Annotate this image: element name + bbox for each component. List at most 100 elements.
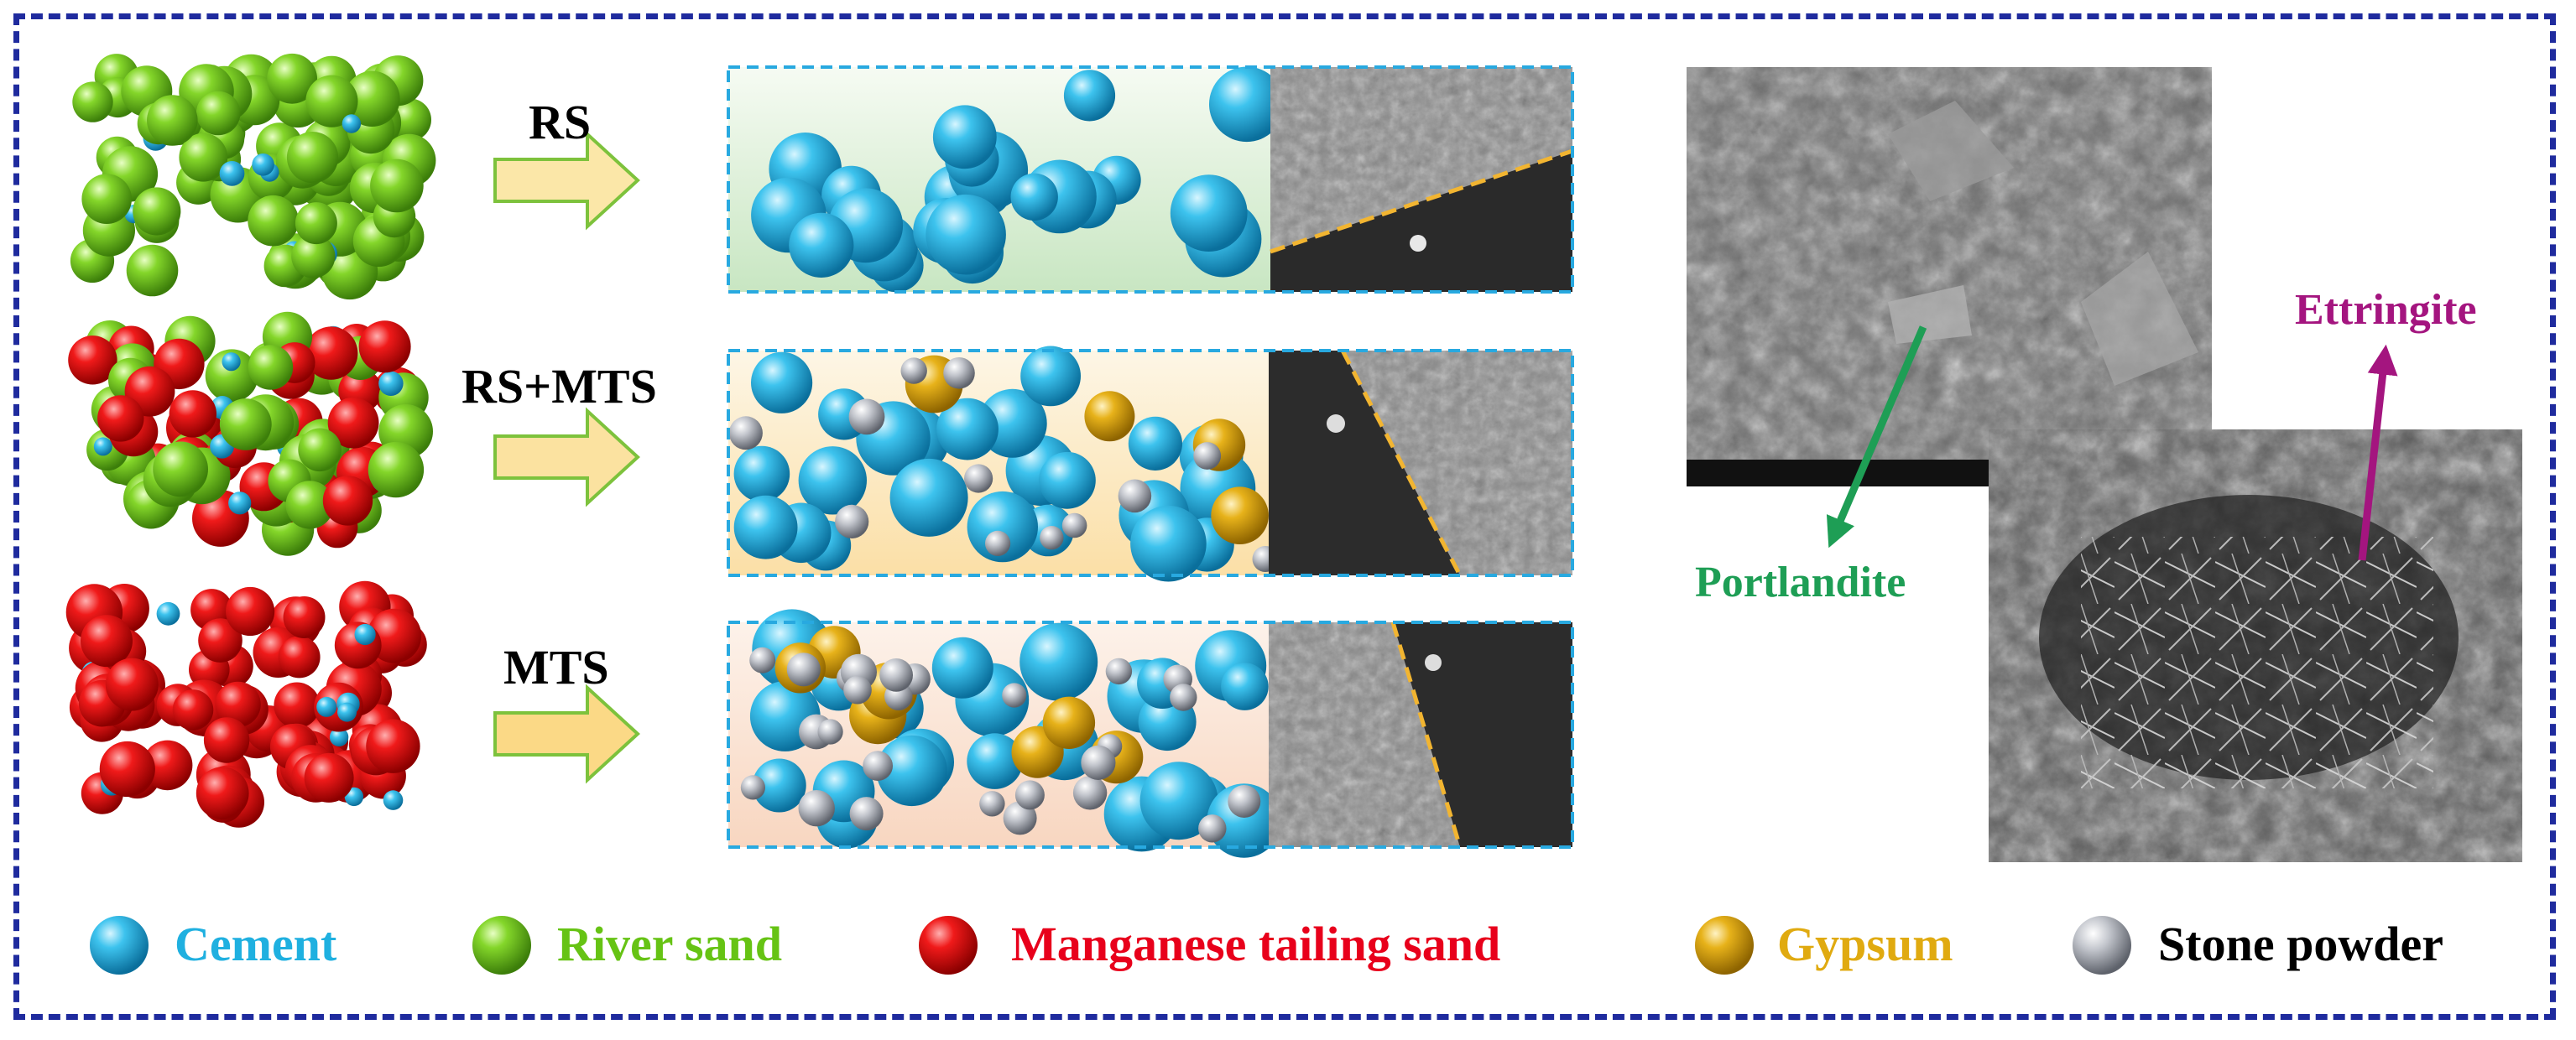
cement-sphere: [1207, 783, 1281, 858]
sem-interface-rs: [1270, 67, 1573, 292]
cement-sphere: [967, 733, 1023, 789]
cement-sphere: [1130, 505, 1207, 582]
river-sand-sphere: [344, 70, 400, 127]
process-arrow-rs-mts: [493, 407, 640, 507]
cement-sphere: [1019, 622, 1098, 701]
row-label-mts: MTS: [503, 640, 609, 694]
cement-sphere: [1170, 174, 1248, 252]
process-arrow-mts: [493, 684, 640, 784]
river-sand-sphere: [286, 132, 339, 184]
stone-powder-sphere: [1170, 684, 1197, 711]
cement-sphere: [926, 194, 1006, 275]
cement-sphere: [1209, 66, 1285, 143]
manganese-sphere: [81, 615, 133, 668]
gypsum-sphere-icon: [1695, 916, 1754, 975]
stone-powder-sphere: [848, 398, 885, 435]
river-sand-sphere: [370, 159, 424, 213]
river-sand-sphere: [295, 202, 337, 245]
cement-sphere: [383, 790, 404, 810]
cement-sphere: [378, 371, 404, 396]
gypsum-sphere: [1042, 696, 1096, 749]
cement-sphere: [733, 445, 790, 502]
manganese-sphere: [196, 767, 249, 820]
manganese-sphere: [278, 636, 321, 679]
manganese-sphere: [226, 586, 275, 637]
manganese-sphere: [203, 717, 250, 763]
cement-sphere: [337, 702, 357, 722]
cement-sphere: [1221, 663, 1269, 710]
stone-powder-sphere: [979, 791, 1005, 817]
row-label-rs: RS: [529, 95, 592, 149]
stone-powder-sphere: [1072, 776, 1108, 810]
stone-powder-sphere: [985, 530, 1011, 557]
manganese-sphere: [97, 395, 144, 442]
stone-powder-sphere: [1228, 785, 1261, 818]
stone-powder-sphere: [1040, 526, 1064, 550]
stone-powder-sphere: [786, 653, 821, 687]
manganese-sphere: [215, 681, 261, 728]
cement-sphere-icon: [90, 916, 149, 975]
stone-powder-sphere: [740, 775, 766, 800]
manganese-sphere: [274, 682, 321, 729]
river-sand-sphere: [153, 441, 209, 497]
stone-powder-sphere: [1198, 814, 1227, 843]
cement-sphere: [1010, 173, 1058, 221]
stone-powder-sphere: [943, 357, 975, 389]
manganese-sphere: [305, 326, 358, 380]
river-sand-sphere: [248, 345, 294, 390]
river-sand-sphere: [72, 81, 113, 122]
cement-sphere: [316, 696, 337, 717]
river-sand-sphere: [298, 428, 342, 472]
river-sand-sphere: [305, 75, 358, 127]
manganese-sphere-icon: [919, 916, 978, 975]
manganese-sphere: [327, 397, 379, 449]
stone-powder-sphere: [1014, 780, 1045, 810]
cement-sphere: [752, 758, 806, 813]
gypsum-sphere: [1084, 391, 1135, 442]
stone-powder-sphere: [900, 357, 927, 384]
cement-sphere: [931, 637, 993, 699]
manganese-sphere: [169, 390, 216, 438]
cement-sphere: [219, 161, 245, 186]
stone-powder-sphere: [879, 658, 913, 692]
cement-sphere: [967, 491, 1039, 563]
manganese-sphere: [142, 740, 193, 791]
manganese-sphere: [68, 335, 117, 385]
ettringite-label: Ettringite: [2295, 286, 2477, 334]
stone-powder-sphere: [1081, 745, 1116, 781]
manganese-sphere: [105, 658, 159, 711]
cement-sphere: [789, 212, 854, 278]
stone-powder-sphere: [1105, 658, 1133, 685]
cement-sphere: [733, 495, 798, 559]
cement-sphere: [798, 446, 867, 515]
dashed-frame: [13, 13, 2556, 1020]
cement-sphere: [1020, 346, 1081, 407]
river-sand-sphere: [285, 481, 334, 529]
cement-sphere: [932, 105, 997, 169]
process-arrow-rs: [493, 130, 640, 231]
sem-image-portlandite: [1687, 67, 2212, 486]
cement-sphere: [1139, 762, 1218, 840]
cement-sphere: [93, 437, 112, 456]
river-sand-sphere: [81, 174, 132, 224]
manganese-sphere: [322, 476, 373, 526]
stone-powder-sphere: [849, 797, 884, 831]
river-sand-sphere: [205, 349, 258, 403]
stone-powder-sphere: [817, 719, 843, 745]
river-sand-sphere: [219, 398, 272, 450]
cement-sphere: [1063, 70, 1116, 122]
cement-sphere: [222, 352, 241, 372]
stone-powder-sphere: [1002, 683, 1027, 708]
manganese-sphere: [99, 741, 155, 798]
manganese-sphere: [283, 596, 326, 638]
cement-sphere: [344, 787, 364, 807]
cement-sphere: [354, 623, 376, 646]
legend-river-sand-label: River sand: [557, 917, 783, 971]
mixed-particle-cluster: [68, 311, 433, 556]
river-sand-sphere: [267, 53, 317, 104]
manganese-sphere: [198, 618, 242, 663]
legend-gypsum-label: Gypsum: [1777, 917, 1953, 971]
cement-sphere: [228, 491, 252, 515]
cement-sphere: [329, 727, 349, 746]
